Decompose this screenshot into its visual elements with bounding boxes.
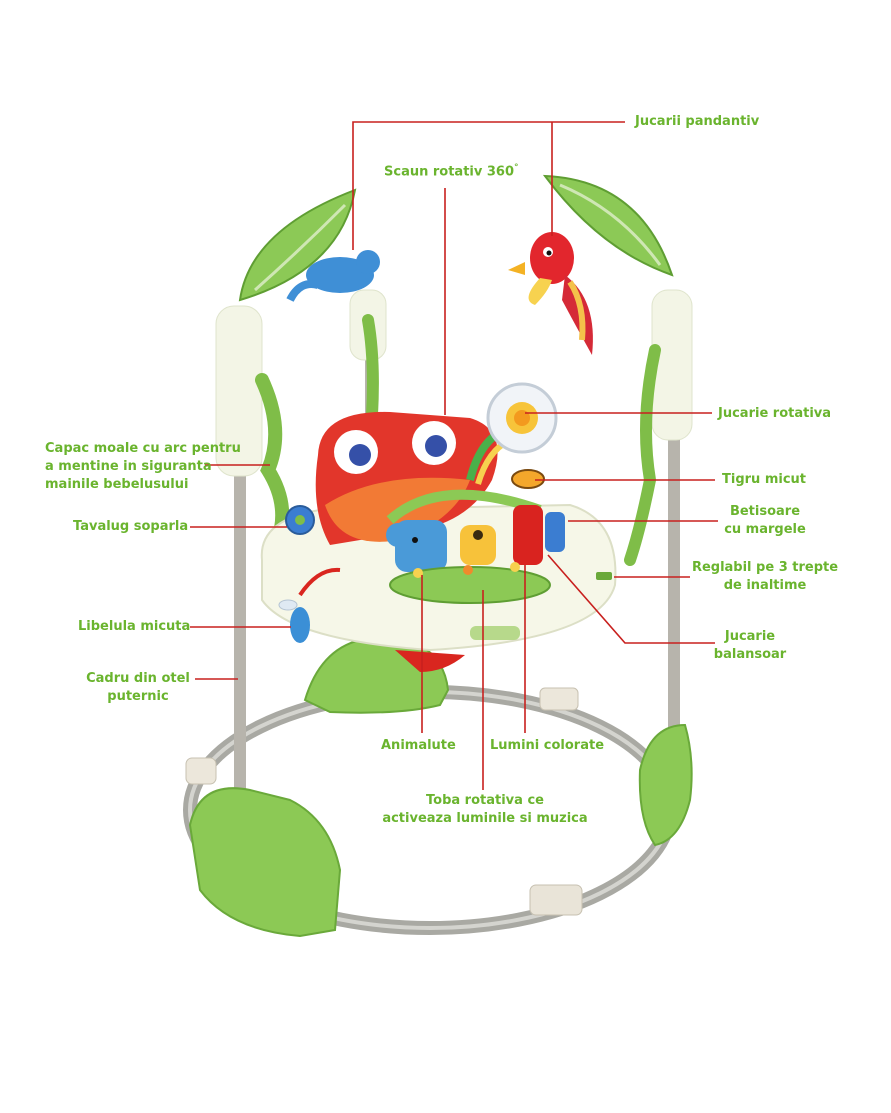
label-libelula-micuta: Libelula micuta — [78, 619, 191, 634]
foot-left — [188, 787, 342, 938]
sun-spinner-toy — [486, 382, 558, 454]
lizard-roller-toy — [285, 505, 315, 535]
label-tavalug-soparla: Tavalug soparla — [73, 519, 189, 534]
label-capac-moale: Capac moale cu arc pentru a mentine in s… — [45, 441, 241, 492]
label-reglabil: Reglabil pe 3 trepte de inaltime — [691, 560, 839, 593]
label-scaun-rotativ: Scaun rotativ 360° — [384, 159, 519, 181]
label-betisoare: Betisoare cu margele — [724, 504, 806, 537]
height-adjuster — [596, 572, 612, 580]
steel-pole-right — [668, 420, 680, 730]
label-scaun-rotativ-text: Scaun rotativ 360 — [384, 164, 515, 180]
label-toba-rotativa: Toba rotativa ce activeaza luminile si m… — [382, 793, 588, 826]
vine-spring-right — [624, 344, 661, 566]
label-jucarie-balansoar: Jucarie balansoar — [713, 629, 787, 662]
tiger-toy — [511, 469, 545, 489]
vine-spring-left — [255, 373, 290, 547]
seat-fabric-flap — [395, 650, 465, 672]
blue-hanging-toy — [286, 250, 380, 302]
parrot-toy — [508, 232, 593, 355]
label-lumini-colorate: Lumini colorate — [490, 738, 605, 753]
leaf-canopy-left — [238, 188, 357, 302]
vine-spring-center — [362, 314, 379, 421]
base-clip — [529, 884, 583, 916]
foot-center — [303, 638, 450, 714]
label-cadru-otel: Cadru din otel puternic — [86, 671, 190, 704]
steel-pole-left — [234, 470, 246, 800]
leader-jucarii-pandantiv — [352, 121, 625, 250]
leaf-canopy-right — [542, 174, 674, 277]
foot-right — [638, 723, 693, 847]
yellow-animal-toy — [460, 525, 496, 565]
bead-arch — [386, 489, 542, 524]
leader-jucarie-balansoar — [547, 554, 715, 644]
label-tigru-micut: Tigru micut — [722, 472, 806, 487]
rocker-bead-toy — [513, 505, 565, 565]
nameplate — [470, 626, 520, 640]
product-illustration — [183, 174, 693, 938]
label-scaun-rotativ-degree: ° — [514, 163, 519, 173]
label-jucarii-pandantiv: Jucarii pandantiv — [635, 114, 760, 129]
leader-lines — [190, 121, 718, 790]
label-jucarie-rotativa: Jucarie rotativa — [718, 406, 832, 421]
elephant-toy — [386, 520, 447, 572]
label-animalute: Animalute — [381, 738, 456, 753]
dragonfly-toy — [278, 567, 341, 643]
